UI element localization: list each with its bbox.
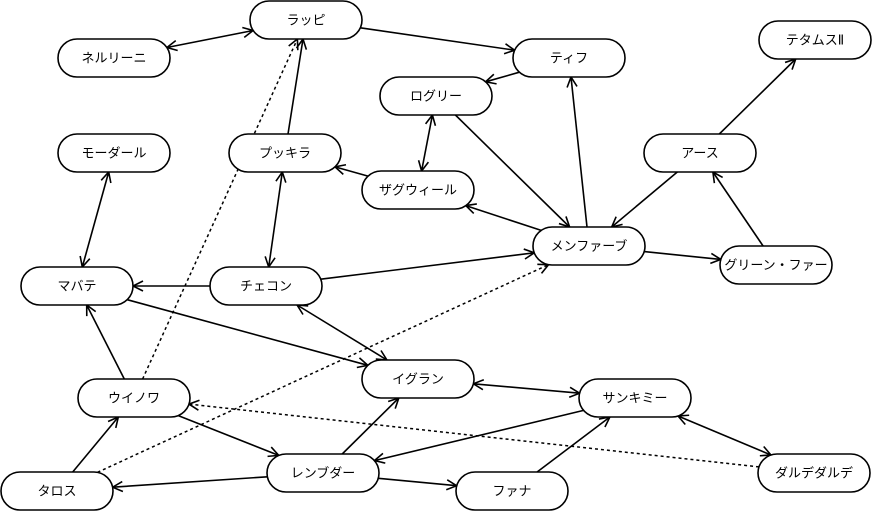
node-shape: [228, 133, 342, 173]
node-shape: [643, 133, 757, 173]
node-tetamusu: テタムスⅡ: [758, 20, 872, 60]
node-darudedarude: ダルデダルデ: [757, 453, 871, 493]
node-label: メンファーブ: [551, 239, 628, 255]
edge-pukkira-to-rappi: [287, 39, 303, 135]
node-shape: [361, 170, 475, 210]
node-label: ティフ: [550, 52, 588, 67]
edge-roguri-to-menfafu: [454, 114, 569, 227]
node-label: ダルデダルデ: [775, 466, 853, 482]
node-label: モーダール: [81, 147, 146, 162]
edge-iguran-to-sankimi: [473, 384, 579, 393]
edge-mabate-to-iguran: [126, 298, 368, 366]
edge-uinowa-to-renbuda: [178, 414, 278, 456]
node-fana: ファナ: [455, 471, 569, 511]
edge-chekon-to-iguran: [297, 305, 387, 360]
edge-sankimi-to-renbuda: [374, 409, 584, 460]
node-roguri: ログリー: [379, 76, 493, 116]
node-neruri: ネルリーニ: [57, 38, 171, 78]
node-label: ザグウィール: [379, 184, 457, 199]
node-modaru: モーダール: [57, 133, 171, 173]
edge-pukkira-to-chekon: [269, 172, 283, 267]
node-shape: [512, 38, 626, 78]
edge-tifu-to-roguri: [486, 71, 520, 82]
node-menfafu: メンファーブ: [532, 226, 646, 266]
node-rappi: ラッピ: [249, 0, 363, 40]
edge-sankimi-to-darudedarude: [678, 416, 771, 455]
node-label: レンブダー: [291, 466, 356, 482]
node-shape: [532, 226, 646, 266]
node-shape: [249, 0, 363, 40]
node-shape: [57, 133, 171, 173]
node-asu: アース: [643, 133, 757, 173]
edge-tarosu-to-uinowa: [72, 417, 119, 473]
node-tifu: ティフ: [512, 38, 626, 78]
node-label: ファナ: [492, 485, 531, 500]
node-uinowa: ウイノワ: [77, 378, 191, 418]
edge-roguri-to-zaguwiru: [422, 115, 433, 171]
node-label: ウイノワ: [108, 392, 160, 407]
edge-menfafu-to-zaguwiru: [466, 206, 542, 232]
edge-neruri-to-rappi: [167, 31, 253, 48]
node-shape: [266, 453, 380, 493]
node-label: チェコン: [240, 280, 292, 295]
node-zaguwiru: ザグウィール: [361, 170, 475, 210]
node-shape: [0, 471, 114, 511]
node-label: タロス: [37, 485, 76, 500]
node-shape: [757, 453, 871, 493]
node-label: ラッピ: [286, 14, 325, 29]
node-label: サンキミー: [602, 392, 667, 407]
edge-zaguwiru-to-pukkira: [335, 167, 369, 177]
edge-menfafu-to-tifu: [571, 77, 588, 228]
node-renbuda: レンブダー: [266, 453, 380, 493]
node-iguran: イグラン: [361, 359, 475, 399]
node-shape: [455, 471, 569, 511]
node-label: ログリー: [410, 90, 462, 105]
node-shape: [361, 359, 475, 399]
node-tarosu: タロス: [0, 471, 114, 511]
node-label: テタムスⅡ: [786, 34, 844, 49]
node-shape: [77, 378, 191, 418]
node-label: プッキラ: [259, 147, 311, 162]
edge-gurin-to-asu: [713, 172, 764, 247]
node-gurin: グリーン・ファー: [719, 245, 833, 285]
edge-asu-to-menfafu: [612, 171, 678, 227]
edge-uinowa-to-mabate: [87, 305, 126, 380]
node-pukkira: プッキラ: [228, 133, 342, 173]
node-chekon: チェコン: [209, 266, 323, 306]
node-shape: [379, 76, 493, 116]
edge-fana-to-sankimi: [536, 417, 610, 473]
node-label: アース: [681, 147, 719, 162]
edges-layer: [72, 27, 796, 487]
node-shape: [758, 20, 872, 60]
edge-chekon-to-menfafu: [320, 253, 535, 280]
node-shape: [57, 38, 171, 78]
edge-menfafu-to-gurin: [644, 250, 721, 260]
node-mabate: マバテ: [20, 266, 134, 306]
edge-asu-to-tetamusu: [718, 59, 795, 135]
node-shape: [719, 245, 833, 285]
node-label: イグラン: [392, 373, 444, 388]
node-label: ネルリーニ: [81, 52, 146, 67]
node-shape: [209, 266, 323, 306]
edge-tarosu-to-menfafu: [97, 265, 549, 473]
node-shape: [578, 378, 692, 418]
node-label: グリーン・ファー: [724, 259, 827, 274]
edge-modaru-to-mabate: [82, 172, 108, 267]
node-shape: [20, 266, 134, 306]
edge-renbuda-to-iguran: [341, 398, 399, 455]
node-label: マバテ: [57, 280, 96, 295]
edge-uinowa-to-rappi: [141, 39, 298, 380]
edge-renbuda-to-fana: [378, 477, 456, 485]
node-sankimi: サンキミー: [578, 378, 692, 418]
edge-renbuda-to-tarosu: [113, 476, 268, 487]
edge-rappi-to-tifu: [360, 27, 514, 50]
